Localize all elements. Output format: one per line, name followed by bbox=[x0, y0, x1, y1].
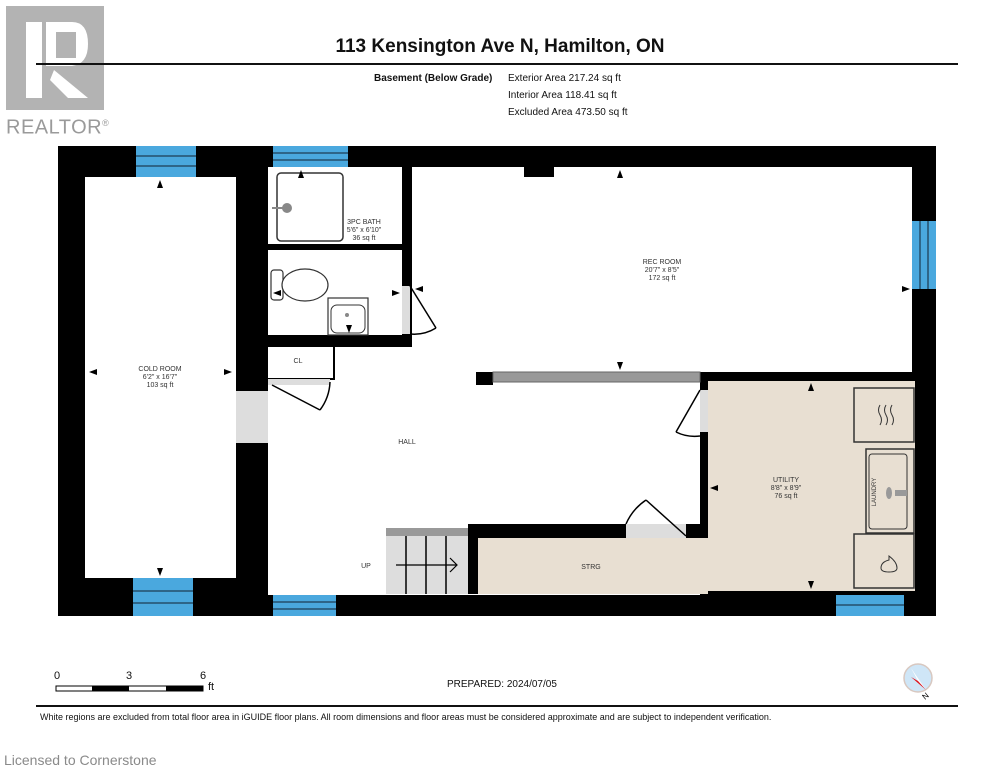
utility-dims: 8'8" x 8'9" bbox=[771, 485, 802, 492]
realtor-logo: REALTOR® bbox=[6, 6, 110, 139]
window-rec-right bbox=[912, 221, 936, 289]
closet-area bbox=[263, 342, 335, 380]
window-cold-room-top bbox=[136, 146, 196, 177]
utility-area-text: 76 sq ft bbox=[775, 493, 798, 500]
furnace-icon bbox=[853, 387, 915, 443]
storage-area bbox=[476, 538, 708, 594]
window-cold-room-bottom bbox=[133, 578, 193, 616]
scale-unit: ft bbox=[208, 681, 215, 693]
realtor-wordmark: REALTOR® bbox=[6, 116, 110, 139]
closet-name: CL bbox=[294, 358, 303, 365]
storage-doorway bbox=[626, 524, 686, 538]
scale-tick-6: 6 bbox=[200, 670, 207, 682]
footer-divider bbox=[36, 705, 958, 707]
rec-room-area-text: 172 sq ft bbox=[649, 275, 676, 282]
rec-room-name: REC ROOM bbox=[643, 259, 682, 266]
window-hall-bottom bbox=[273, 595, 336, 616]
scale-tick-3: 3 bbox=[126, 670, 133, 682]
window-bath-top bbox=[273, 146, 348, 167]
scale-bar bbox=[55, 685, 204, 692]
room-labels: COLD ROOM 6'2" x 16'7" 103 sq ft 3PC BAT… bbox=[138, 219, 878, 571]
disclaimer-text: White regions are excluded from total fl… bbox=[40, 712, 772, 722]
rec-room-dims: 20'7" x 8'5" bbox=[645, 267, 680, 274]
excluded-area: Excluded Area 473.50 sq ft bbox=[508, 107, 628, 118]
door-swings bbox=[271, 285, 701, 537]
half-wall bbox=[492, 371, 701, 383]
cold-room-area-text: 103 sq ft bbox=[147, 382, 174, 389]
toilet-icon bbox=[270, 268, 329, 302]
realtor-r-icon bbox=[6, 6, 104, 110]
dimension-arrows bbox=[89, 170, 910, 589]
bath-area-text: 36 sq ft bbox=[353, 235, 376, 242]
prepared-date: PREPARED: 2024/07/05 bbox=[447, 679, 557, 690]
hall-name: HALL bbox=[398, 439, 416, 446]
bath-dims: 5'6" x 6'10" bbox=[347, 227, 382, 234]
header-divider bbox=[36, 63, 958, 65]
interior-walls bbox=[236, 146, 912, 616]
sink-icon bbox=[327, 297, 369, 336]
stairs-direction-arrow-icon bbox=[449, 557, 458, 573]
floor-label: Basement (Below Grade) bbox=[374, 73, 493, 84]
compass-icon: N bbox=[903, 663, 933, 702]
stairs bbox=[386, 528, 468, 594]
bath-fixtures bbox=[270, 170, 400, 336]
stairs-up-label: UP bbox=[361, 563, 371, 570]
storage-name: STRG bbox=[581, 564, 600, 571]
scale-tick-0: 0 bbox=[54, 670, 61, 682]
closet-doorway bbox=[268, 379, 330, 385]
utility-name: UTILITY bbox=[773, 477, 799, 484]
compass-north-label: N bbox=[921, 691, 931, 702]
cold-room-name: COLD ROOM bbox=[138, 366, 181, 373]
utility-fixtures bbox=[853, 387, 915, 589]
window-utility-bottom bbox=[836, 595, 904, 616]
interior-area: Interior Area 118.41 sq ft bbox=[508, 90, 617, 101]
exterior-area: Exterior Area 217.24 sq ft bbox=[508, 73, 621, 84]
rec-room-area bbox=[412, 167, 912, 372]
property-address-title: 113 Kensington Ave N, Hamilton, ON bbox=[335, 36, 665, 57]
cold-room-doorway bbox=[236, 391, 268, 443]
laundry-label: LAUNDRY bbox=[872, 478, 878, 507]
utility-doorway bbox=[700, 390, 708, 432]
cold-room-area bbox=[85, 177, 236, 578]
windows bbox=[133, 146, 936, 616]
cold-room-dims: 6'2" x 16'7" bbox=[143, 374, 178, 381]
bath-doorway bbox=[402, 286, 410, 334]
water-heater-icon bbox=[853, 533, 915, 589]
license-watermark: Licensed to Cornerstone bbox=[4, 752, 157, 768]
bath-name: 3PC BATH bbox=[347, 219, 381, 226]
